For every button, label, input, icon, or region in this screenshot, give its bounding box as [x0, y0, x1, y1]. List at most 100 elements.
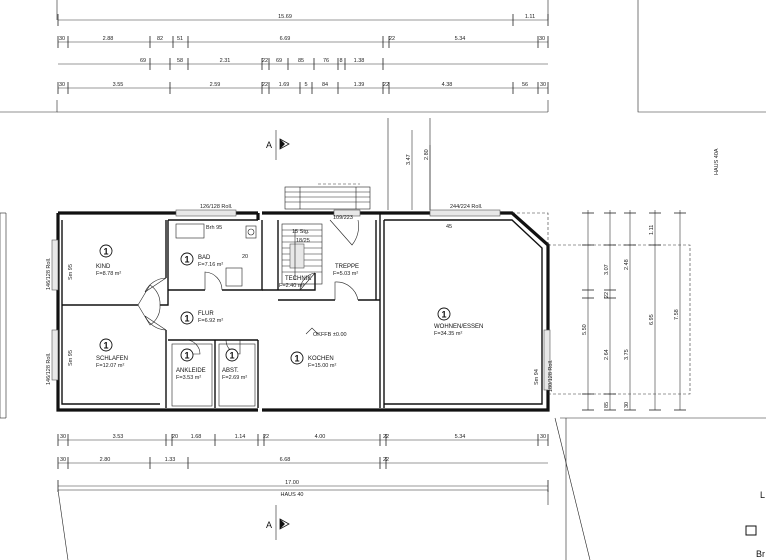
dim-label: 85 [604, 402, 610, 408]
dim-top-right: 1.11 [525, 14, 535, 20]
dim-label: 2.31 [220, 58, 231, 64]
dim-label: 20 [172, 434, 178, 440]
room-marker: 1 [441, 310, 446, 320]
room-marker: 1 [103, 341, 108, 351]
haus-40-label: HAUS 40 [281, 492, 304, 498]
room-flur: 1 FLUR F=6.92 m² [180, 311, 223, 325]
room-ankleide: 1 ANKLEIDE F=3.53 m² [176, 348, 206, 381]
window-label: 126/128 Roll. [200, 204, 233, 210]
haus-40a-label: HAUS 40A [714, 148, 720, 175]
dim-label: 84 [322, 82, 328, 88]
room-name: TREPPE [335, 264, 359, 270]
window-label: 146/128 Roll. [46, 352, 52, 385]
dim-label: 3.75 [624, 349, 630, 360]
dim-label: 3.55 [113, 82, 124, 88]
dim-label: 76 [323, 58, 329, 64]
dim-label: 8 [339, 58, 342, 64]
room-marker: 1 [103, 247, 108, 257]
okffb-label: OKFFB ±0.00 [313, 332, 347, 338]
section-marker-bottom: A [266, 505, 290, 540]
legend-text: L [760, 490, 765, 500]
room-marker: 1 [184, 255, 189, 265]
dim-label: 1.69 [279, 82, 290, 88]
dim-top-total: 15.69 [278, 14, 292, 20]
dim-label: 1.33 [165, 457, 176, 463]
dim-label: 30 [59, 36, 65, 42]
room-schlafen: 1 SCHLAFEN F=12.07 m² Sm 95 [68, 338, 128, 369]
room-area: F=3.53 m² [176, 375, 201, 381]
room-name: TECHNIK [285, 276, 311, 282]
dim-label: 30 [540, 82, 546, 88]
windows: 126/128 Roll. 109/223 244/224 Roll. 146/… [46, 204, 554, 392]
bad-dimension: 20 [242, 254, 248, 260]
top-dimension-chains: 15.69 1.11 30 2.88 82 51 6.69 22 5.34 30… [57, 14, 549, 94]
room-area: F=15.00 m² [308, 363, 336, 369]
dim-label: 3.07 [604, 264, 610, 275]
dim-total: 17.00 [285, 480, 299, 486]
dim-label: 85 [298, 58, 304, 64]
dim-label: 22 [383, 82, 389, 88]
section-label: A [266, 520, 272, 530]
window-label: 180/128 Roll. [548, 359, 554, 392]
right-dimension-chains: 3.07 22 2.64 85 2.48 3.75 30 5.50 1.11 6… [582, 210, 686, 411]
room-name: FLUR [198, 311, 214, 317]
dim-label: 2.64 [604, 349, 610, 360]
room-marker: 1 [184, 314, 189, 324]
dim-label: 1.38 [354, 58, 365, 64]
dim-label: 4.38 [442, 82, 453, 88]
room-marker: 1 [294, 354, 299, 364]
doors [137, 219, 359, 355]
dim-label: 30 [60, 457, 66, 463]
dim-label: 22 [262, 58, 268, 64]
room-marker: 1 [184, 351, 189, 361]
dim-label: 6.95 [649, 314, 655, 325]
terrace-outline [512, 212, 691, 395]
room-marker: 1 [229, 351, 234, 361]
dim-label: 5.34 [455, 434, 466, 440]
room-abst: 1 ABST. F=2.69 m² [222, 348, 247, 381]
room-name: KIND [96, 264, 111, 270]
wall-dimension: 45 [446, 224, 452, 230]
window-sill-label: Sm 95 [68, 264, 74, 280]
room-wohnen-essen: 1 WOHNEN/ESSEN F=34.35 m² Sm 94 [434, 307, 540, 385]
dim-label: 1.68 [191, 434, 202, 440]
room-name: ABST. [222, 368, 239, 374]
dim-label: 5.50 [582, 324, 588, 335]
room-kochen: 1 KOCHEN F=15.00 m² OKFFB ±0.00 [290, 327, 347, 369]
room-area: F=7.16 m² [198, 262, 223, 268]
window-label: Brh 95 [206, 225, 222, 231]
room-bad: 1 BAD F=7.16 m² 20 [180, 252, 248, 268]
dim-label: 6.68 [280, 457, 291, 463]
dim-label: 4.00 [315, 434, 326, 440]
dim-label: 1.14 [235, 434, 246, 440]
dim-label: 2.59 [210, 82, 221, 88]
dim-label: 56 [522, 82, 528, 88]
room-name: BAD [198, 255, 211, 261]
room-kind: 1 KIND F=8.78 m² Sm 95 [68, 244, 121, 280]
dim-label: 30 [60, 434, 66, 440]
room-area: F=2.40 m² [279, 283, 304, 289]
dim-label: 1.39 [354, 82, 365, 88]
dim-label: 5 [304, 82, 307, 88]
window-label: 244/224 Roll. [450, 204, 483, 210]
dim-label: 22 [389, 36, 395, 42]
window-sill-label: Sm 95 [68, 350, 74, 366]
dim-label: 22 [263, 434, 269, 440]
dim-label: 6.69 [280, 36, 291, 42]
dim-label: 3.53 [113, 434, 124, 440]
sanitary-fixtures [175, 223, 257, 287]
window-label: 109/223 [333, 215, 353, 221]
legend-text: Br [756, 549, 765, 559]
room-area: F=12.07 m² [96, 363, 124, 369]
dim-label: 22 [604, 292, 610, 298]
dim-label: 51 [177, 36, 183, 42]
dim-label: 22 [383, 434, 389, 440]
dim-label: 30 [624, 402, 630, 408]
window-label: 146/128 Roll. [46, 257, 52, 290]
room-area: F=34.35 m² [434, 331, 462, 337]
dim-label: 3.47 [406, 154, 412, 165]
dim-label: 2.88 [103, 36, 114, 42]
dim-label: 69 [276, 58, 282, 64]
stair-ratio: 18/25 [296, 238, 310, 244]
